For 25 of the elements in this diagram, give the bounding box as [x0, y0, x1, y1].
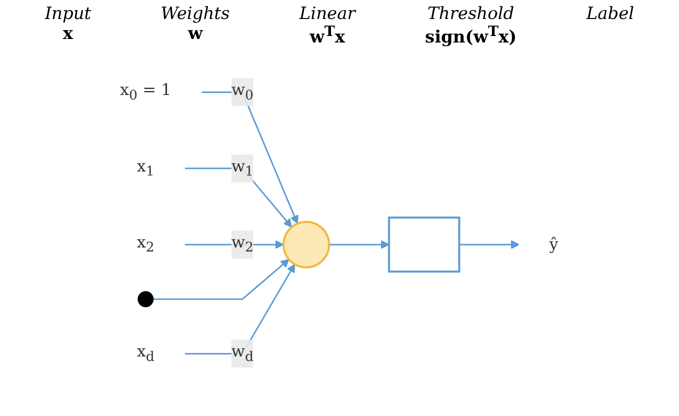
math-expression: w [188, 24, 203, 44]
node-text: x$_{0}$ = 1 [120, 80, 172, 103]
node-text: x$_{2}$ [137, 232, 155, 256]
column-heading: Threshold [427, 4, 514, 24]
edge-label: w$_{2}$ [232, 232, 254, 256]
arrow [202, 91, 299, 224]
edge-label: w$_{1}$ [232, 156, 254, 180]
node-text: x$_{1}$ [137, 156, 155, 180]
arrow [154, 258, 290, 300]
column-heading: Linear [299, 4, 356, 24]
node-text: ŷ [550, 234, 559, 254]
node-circle [138, 290, 154, 307]
math-expression: w$^{T}$x [310, 24, 346, 48]
arrow [460, 240, 520, 249]
column-heading: Weights [160, 4, 230, 24]
arrow [329, 240, 390, 249]
math-expression: sign(w$^{T}$x) [425, 24, 517, 48]
column-heading: Input [44, 4, 92, 24]
node-circle [282, 220, 330, 268]
edge-label: w$_{0}$ [232, 80, 254, 103]
node-text: x$_{d}$ [137, 341, 155, 365]
math-expression: x [62, 24, 74, 44]
node-picture [388, 216, 461, 272]
column-heading: Label [586, 4, 634, 24]
edge-label: w$_{d}$ [232, 341, 254, 365]
